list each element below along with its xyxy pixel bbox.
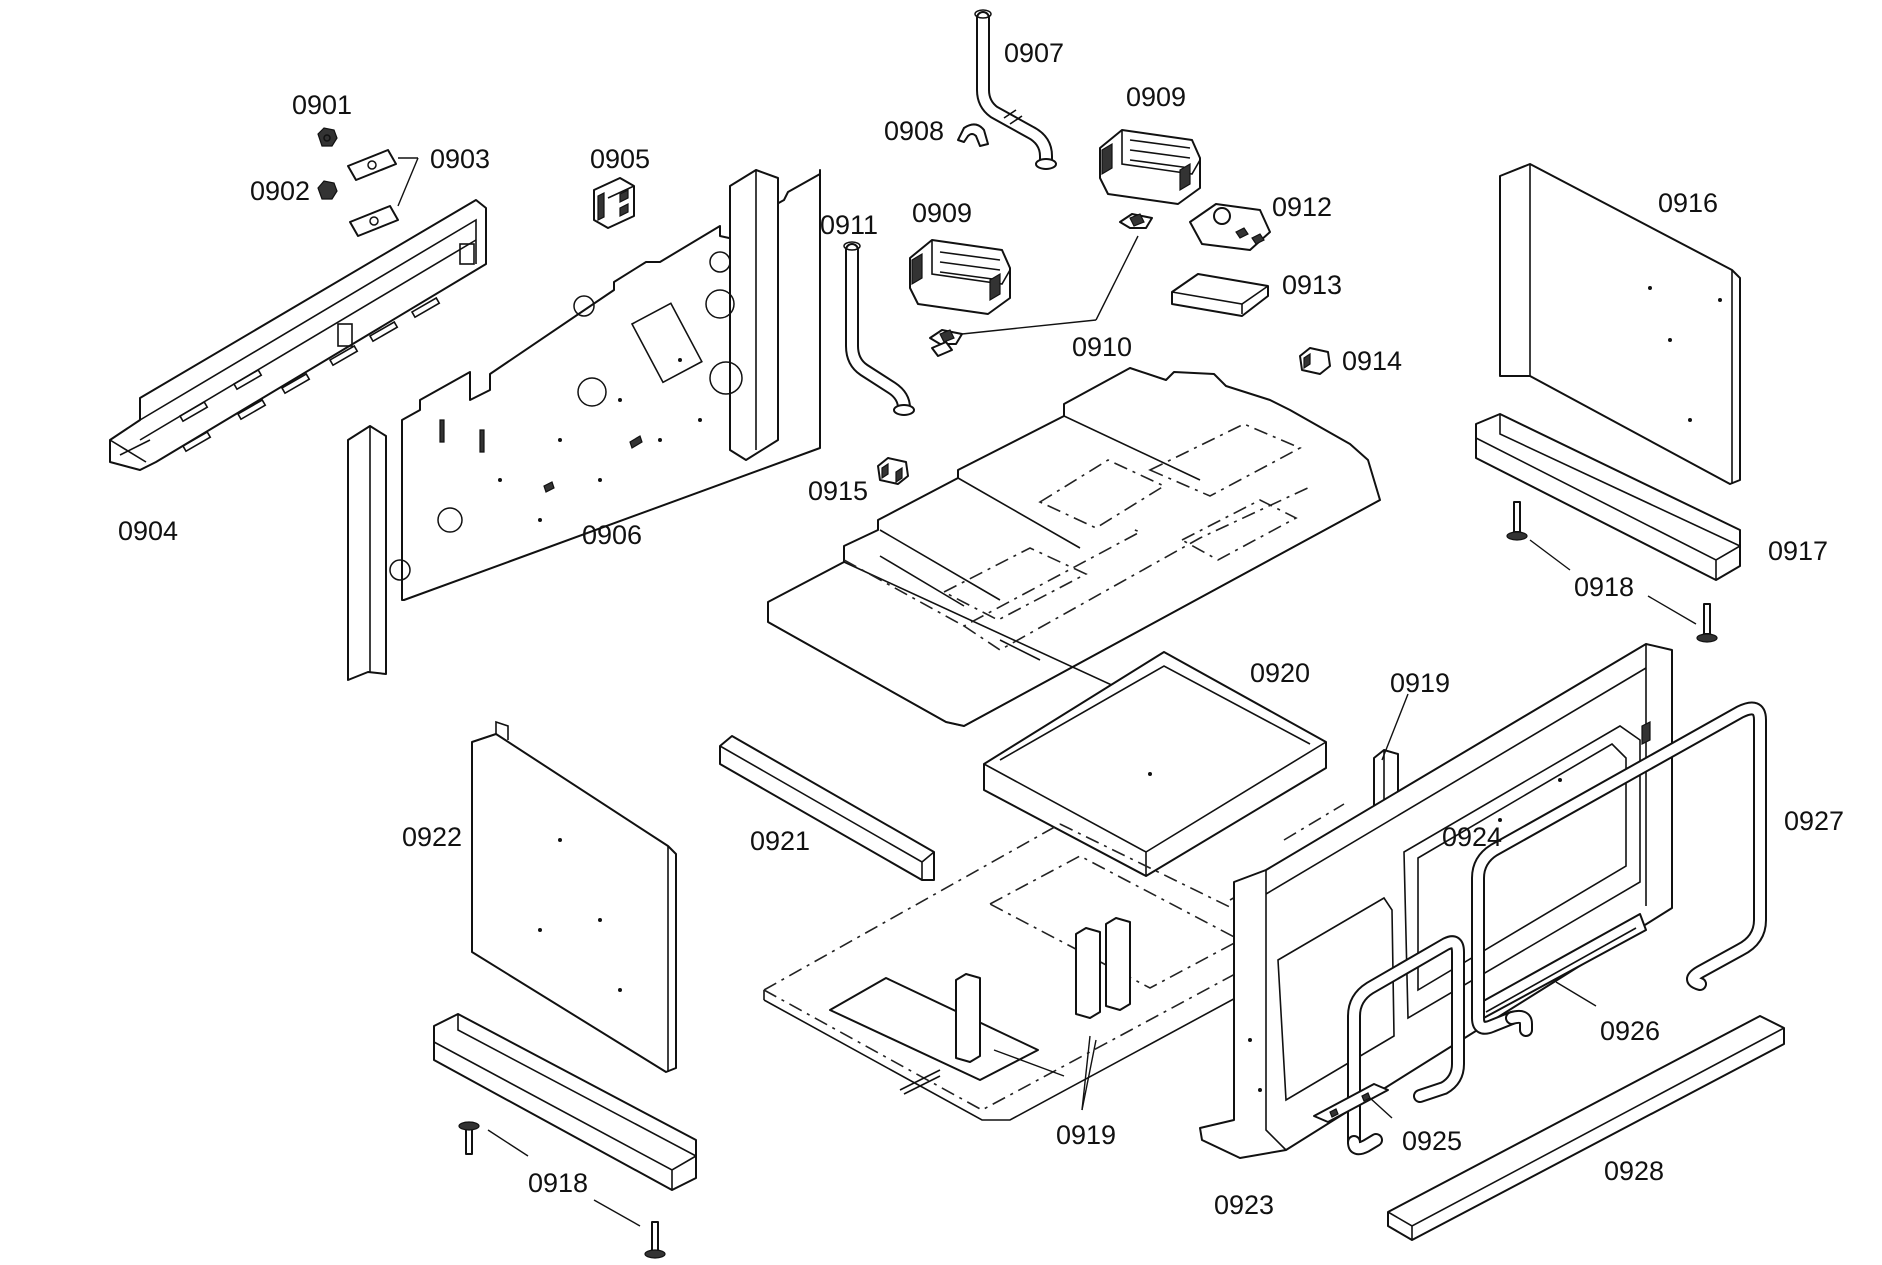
label-0926: 0926 — [1600, 1016, 1660, 1046]
part-0918-channel-lower — [433, 1013, 697, 1191]
label-0918-upper: 0918 — [1574, 572, 1634, 602]
part-0911-hose — [843, 241, 915, 416]
label-0913: 0913 — [1282, 270, 1342, 300]
part-0912-thermostat — [1189, 203, 1271, 251]
part-0927-handle — [1471, 701, 1767, 1037]
label-0911: 0911 — [820, 210, 878, 240]
label-0903: 0903 — [430, 144, 490, 174]
label-0918-lower: 0918 — [528, 1168, 588, 1198]
label-0923: 0923 — [1214, 1190, 1274, 1220]
label-0901: 0901 — [292, 90, 352, 120]
part-0913-tray — [1171, 273, 1269, 317]
label-0905: 0905 — [590, 144, 650, 174]
label-0919-upper: 0919 — [1390, 668, 1450, 698]
label-0924: 0924 — [1442, 822, 1502, 852]
part-0917-channel — [1475, 413, 1741, 581]
part-0909-motor-lower — [909, 239, 1011, 315]
part-0901-knob — [317, 127, 338, 147]
base-plate-upper — [767, 367, 1381, 745]
part-0904-control-panel-frame — [109, 199, 487, 471]
part-0907-hose — [974, 9, 1057, 170]
label-0907: 0907 — [1004, 38, 1064, 68]
label-0922: 0922 — [402, 822, 462, 852]
part-0910-brackets — [929, 213, 1153, 357]
part-0924-handle — [1347, 935, 1465, 1156]
label-0916: 0916 — [1658, 188, 1718, 218]
label-0912: 0912 — [1272, 192, 1332, 222]
label-0909-lower: 0909 — [912, 198, 972, 228]
label-0920: 0920 — [1250, 658, 1310, 688]
label-0910: 0910 — [1072, 332, 1132, 362]
part-0922-side-panel — [471, 720, 677, 1073]
part-0905-switch — [593, 177, 635, 229]
label-0914: 0914 — [1342, 346, 1402, 376]
part-0918-feet-lower — [458, 1121, 666, 1259]
part-0928-toe-kick — [1387, 1015, 1785, 1241]
part-0925-bracket — [1313, 1083, 1393, 1123]
label-0904: 0904 — [118, 516, 178, 546]
part-0915-connector — [877, 457, 909, 485]
label-0927: 0927 — [1784, 806, 1844, 836]
label-0917: 0917 — [1768, 536, 1828, 566]
part-0914-connector — [1299, 347, 1331, 375]
part-0909-motor-upper — [1099, 129, 1201, 205]
label-0906: 0906 — [582, 520, 642, 550]
part-0920-drawer — [983, 651, 1327, 877]
label-0908: 0908 — [884, 116, 944, 146]
part-0903-plates — [347, 149, 419, 237]
part-0906-back-panel — [347, 169, 821, 681]
part-0908-clamp — [957, 123, 989, 147]
label-0928: 0928 — [1604, 1156, 1664, 1186]
part-0919-slides-lower — [955, 917, 1131, 1111]
label-0909-upper: 0909 — [1126, 82, 1186, 112]
part-0921-bar — [719, 735, 935, 881]
part-0902-knob — [317, 180, 338, 200]
label-0925: 0925 — [1402, 1126, 1462, 1156]
label-0902: 0902 — [250, 176, 310, 206]
part-0916-side-panel — [1499, 163, 1741, 485]
part-labels: 0901 0902 0903 0904 0905 0906 0907 0908 … — [118, 38, 1844, 1220]
part-0918-feet-upper — [1506, 501, 1718, 643]
label-0921: 0921 — [750, 826, 810, 856]
label-0915: 0915 — [808, 476, 868, 506]
label-0919-lower: 0919 — [1056, 1120, 1116, 1150]
